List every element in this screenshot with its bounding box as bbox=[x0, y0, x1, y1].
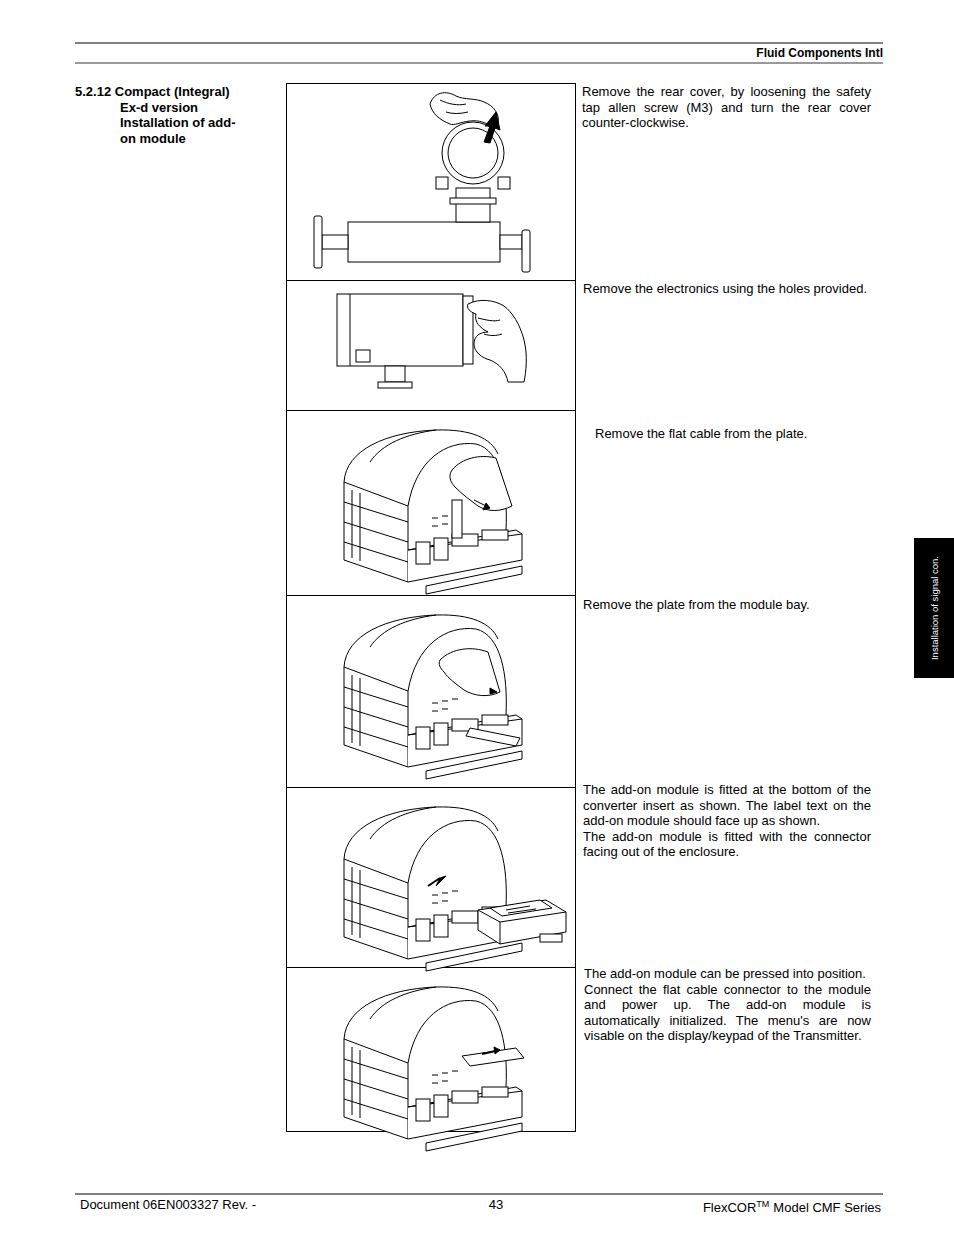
document-number: Document 06EN003327 Rev. - bbox=[80, 1197, 256, 1213]
instruction-text: Remove the flat cable from the plate. bbox=[595, 426, 871, 442]
instruction-text: Remove the plate from the module bay. bbox=[583, 597, 871, 613]
figure-path bbox=[483, 503, 490, 510]
figure-rect bbox=[385, 366, 405, 382]
trademark-mark: TM bbox=[756, 1199, 769, 1209]
figure-rect bbox=[348, 222, 500, 262]
figure-rect bbox=[452, 500, 462, 538]
figure-rect bbox=[450, 198, 496, 204]
instruction-text-group: The add-on module is fitted at the botto… bbox=[583, 782, 871, 860]
figure-rect bbox=[314, 216, 322, 268]
figure-rect bbox=[337, 294, 463, 366]
figure-path bbox=[490, 900, 552, 916]
figure-path bbox=[440, 100, 468, 114]
figure-line bbox=[75, 63, 883, 64]
figure-use bbox=[344, 987, 522, 1151]
section-tab: Installation of signal con. bbox=[914, 538, 954, 678]
figure-use bbox=[344, 807, 522, 971]
product-name: FlexCOR bbox=[703, 1200, 756, 1215]
figure-path bbox=[436, 876, 446, 886]
figure-path bbox=[506, 906, 536, 913]
instruction-text: Connect the flat cable connector to the … bbox=[584, 982, 871, 1044]
instruction-text: The add-on module is fitted with the con… bbox=[583, 829, 871, 860]
figure-rect bbox=[378, 382, 412, 388]
figure-path bbox=[478, 318, 502, 336]
instruction-text: Remove the rear cover, by loosening the … bbox=[582, 84, 871, 131]
figure-rect bbox=[540, 934, 562, 942]
product-model: Model CMF Series bbox=[773, 1200, 881, 1215]
figure-path bbox=[466, 728, 520, 746]
page-number: 43 bbox=[489, 1197, 503, 1213]
figure-rect bbox=[456, 188, 490, 222]
header-company: Fluid Components Intl bbox=[756, 46, 883, 62]
figure-rect bbox=[287, 411, 576, 596]
figure-rect bbox=[522, 230, 530, 272]
footer-product: FlexCORTM Model CMF Series bbox=[703, 1197, 881, 1216]
figure-path bbox=[490, 688, 497, 694]
instruction-text: The add-on module can be pressed into po… bbox=[584, 966, 871, 982]
figure-rect bbox=[287, 281, 576, 411]
section-heading: 5.2.12 Compact (Integral) Ex-d version I… bbox=[75, 84, 248, 146]
figure-rect bbox=[287, 84, 576, 281]
figure-path bbox=[478, 900, 566, 944]
figure-g bbox=[428, 457, 566, 1067]
figure-rect bbox=[287, 596, 576, 788]
figure-line bbox=[75, 43, 883, 44]
figure-path bbox=[478, 910, 566, 944]
figure-line bbox=[75, 1194, 883, 1195]
figure-path bbox=[484, 112, 500, 143]
figure-g bbox=[287, 84, 576, 1132]
figure-line bbox=[350, 294, 351, 366]
instruction-text-group: The add-on module can be pressed into po… bbox=[584, 966, 871, 1044]
figure-path bbox=[439, 649, 500, 696]
figure-rect bbox=[356, 350, 370, 362]
figure-path bbox=[467, 300, 526, 382]
figure-g bbox=[314, 93, 530, 272]
instruction-text: The add-on module is fitted at the botto… bbox=[583, 782, 871, 829]
figure-use bbox=[344, 430, 522, 594]
figure-path bbox=[462, 1048, 524, 1066]
figure-rect bbox=[500, 235, 522, 249]
figure-rect bbox=[322, 235, 348, 249]
instruction-text: Remove the electronics using the holes p… bbox=[583, 281, 871, 297]
figure-rect bbox=[436, 177, 448, 189]
figure-rect bbox=[498, 177, 510, 189]
figure-use bbox=[344, 615, 522, 779]
figure-path bbox=[494, 1047, 500, 1054]
figure-g bbox=[337, 294, 526, 388]
figure-circle bbox=[442, 122, 504, 184]
tab-text: Installation of signal con. bbox=[929, 556, 940, 660]
